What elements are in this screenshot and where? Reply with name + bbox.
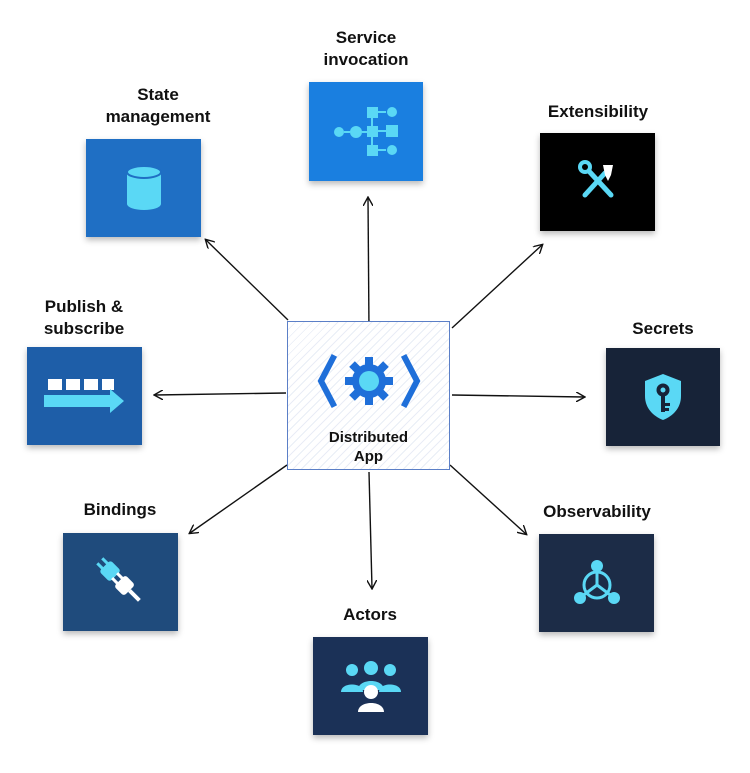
secrets-tile bbox=[606, 348, 720, 446]
observability-tile bbox=[539, 534, 654, 632]
arrow-to-observability bbox=[449, 464, 526, 534]
arrow-to-bindings bbox=[190, 464, 288, 533]
queue-icon bbox=[43, 379, 124, 413]
shield-key-icon bbox=[645, 374, 681, 420]
state-management-tile bbox=[86, 139, 201, 237]
actors-label: Actors bbox=[343, 605, 397, 624]
arrow-to-publish-subscribe bbox=[155, 393, 287, 395]
arrow-to-state-management bbox=[206, 240, 289, 321]
distributed-app-node: Distributed App bbox=[287, 321, 450, 470]
plug-icon bbox=[95, 557, 141, 602]
secrets-label: Secrets bbox=[632, 319, 694, 338]
service-invocation-tile bbox=[309, 82, 423, 181]
distributed-app-label: Distributed App bbox=[328, 429, 409, 465]
bindings-label: Bindings bbox=[83, 500, 157, 519]
state-management-label: State management bbox=[105, 85, 211, 126]
actors-tile bbox=[313, 637, 428, 735]
arrow-to-extensibility bbox=[451, 245, 542, 329]
database-icon bbox=[125, 165, 162, 210]
arrow-to-secrets bbox=[451, 395, 584, 397]
extensibility-label: Extensibility bbox=[547, 102, 649, 121]
network-icon bbox=[573, 560, 620, 604]
people-icon bbox=[340, 661, 401, 712]
gear-code-icon bbox=[317, 353, 421, 409]
arrow-to-service-invocation bbox=[368, 198, 369, 331]
tools-icon bbox=[577, 160, 613, 198]
observability-label: Observability bbox=[543, 502, 651, 521]
bindings-tile bbox=[63, 533, 178, 631]
extensibility-tile bbox=[540, 133, 655, 231]
publish-subscribe-tile bbox=[27, 347, 142, 445]
arrow-to-actors bbox=[369, 471, 372, 588]
publish-subscribe-label: Publish & subscribe bbox=[43, 297, 125, 338]
flow-diagram-icon bbox=[334, 106, 398, 156]
service-invocation-label: Service invocation bbox=[323, 28, 409, 69]
